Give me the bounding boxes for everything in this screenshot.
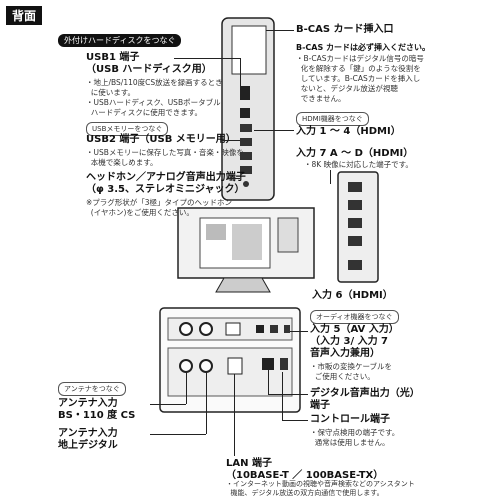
audio-tag: オーディオ機器をつなぐ — [310, 310, 399, 324]
control-note: ・保守点検用の端子です。 通常は使用しません。 — [310, 428, 400, 447]
leader-usb2 — [222, 140, 240, 141]
usb2-note: ・USBメモリーに保存した写真・音楽・映像を 本機で楽しめます。 — [86, 148, 244, 167]
usb2-title: USB2 端子（USB メモリー用） — [86, 134, 236, 145]
input-6-label: 入力 6（HDMI） — [312, 290, 393, 301]
headphone-jack-drawing — [243, 181, 249, 187]
hdmi-tag: HDMI機器をつなぐ — [296, 112, 369, 126]
input-5-sub2: 音声入力兼用） — [310, 348, 380, 359]
lan-subtitle: （10BASE-T ／ 100BASE-TX） — [226, 470, 384, 481]
antenna-bs-title: アンテナ入力 — [58, 398, 118, 409]
page-header: 背面 — [6, 6, 43, 25]
usb2-port-drawing — [240, 108, 250, 118]
antenna-tag: アンテナをつなぐ — [58, 382, 126, 396]
input-1-4-label: 入力 1 ～ 4（HDMI） — [296, 126, 401, 137]
antenna-t-title: アンテナ入力 — [58, 428, 118, 439]
leader-input-5 — [290, 331, 308, 332]
input-5-title: 入力 5（AV 入力） — [310, 324, 399, 335]
bcas-note: ・B-CASカードはデジタル信号の暗号 化を解除する「鍵」のような役割を してい… — [296, 54, 424, 103]
usb1-note: ・地上/BS/110度CS放送を録画するとき に使います。 ・USBハードディス… — [86, 78, 223, 117]
antenna-bs-subtitle: BS・110 度 CS — [58, 410, 136, 421]
usb-memory-tag: USBメモリーをつなぐ — [86, 122, 169, 136]
optical-title: デジタル音声出力（光） — [310, 388, 420, 399]
headphone-subtitle: （φ 3.5、ステレオミニジャック） — [86, 184, 245, 195]
hdmi4-port-drawing — [240, 166, 252, 174]
hdmi3-port-drawing — [240, 152, 252, 160]
leader-usb1 — [174, 58, 240, 59]
hdd-connect-pill: 外付けハードディスクをつなぐ — [58, 34, 182, 47]
leader-lan — [234, 374, 235, 456]
input-7-label: 入力 7 A ～ D（HDMI） — [296, 148, 414, 159]
leader-headphone — [228, 178, 240, 179]
headphone-title: ヘッドホン／アナログ音声出力端子 — [86, 172, 246, 183]
input-5-sub1: （入力 3/ 入力 7 — [310, 336, 389, 347]
leader-optical — [268, 370, 269, 394]
antenna-t-subtitle: 地上デジタル — [58, 440, 118, 451]
lan-note: ・インターネット動画の視聴や音声検索などのアシスタント 機能、デジタル放送の双方… — [226, 480, 415, 497]
hdmi2-port-drawing — [240, 138, 252, 146]
leader-control — [282, 372, 283, 420]
leader-antenna-bs — [186, 372, 187, 404]
bcas-title: B-CAS カード挿入口 — [296, 24, 394, 35]
leader-bcas — [266, 30, 294, 31]
bcas-heading: B-CAS カードは必ず挿入ください。 — [296, 43, 431, 52]
usb1-subtitle: （USB ハードディスク用） — [86, 64, 212, 75]
usb1-title: USB1 端子 — [86, 52, 140, 63]
leader-hdmi-7 — [330, 170, 331, 184]
optical-subtitle: 端子 — [310, 400, 330, 411]
control-title: コントロール端子 — [310, 414, 390, 425]
hdmi1-port-drawing — [240, 124, 252, 132]
usb1-port-drawing — [240, 86, 250, 100]
input-5-note: ・市販の変換ケーブルを ご使用ください。 — [310, 362, 393, 381]
leader-antenna-t — [206, 372, 207, 434]
leader-hdmi-1-4 — [254, 130, 294, 131]
lan-title: LAN 端子 — [226, 458, 272, 469]
tv-stand-drawing — [215, 277, 271, 293]
bcas-slot-drawing — [231, 25, 267, 75]
headphone-note: ※プラグ形状が「3極」タイプのヘッドホン (イヤホン)をご使用ください。 — [86, 198, 233, 217]
input-7-note: ・8K 映像に対応した端子です。 — [304, 160, 413, 169]
